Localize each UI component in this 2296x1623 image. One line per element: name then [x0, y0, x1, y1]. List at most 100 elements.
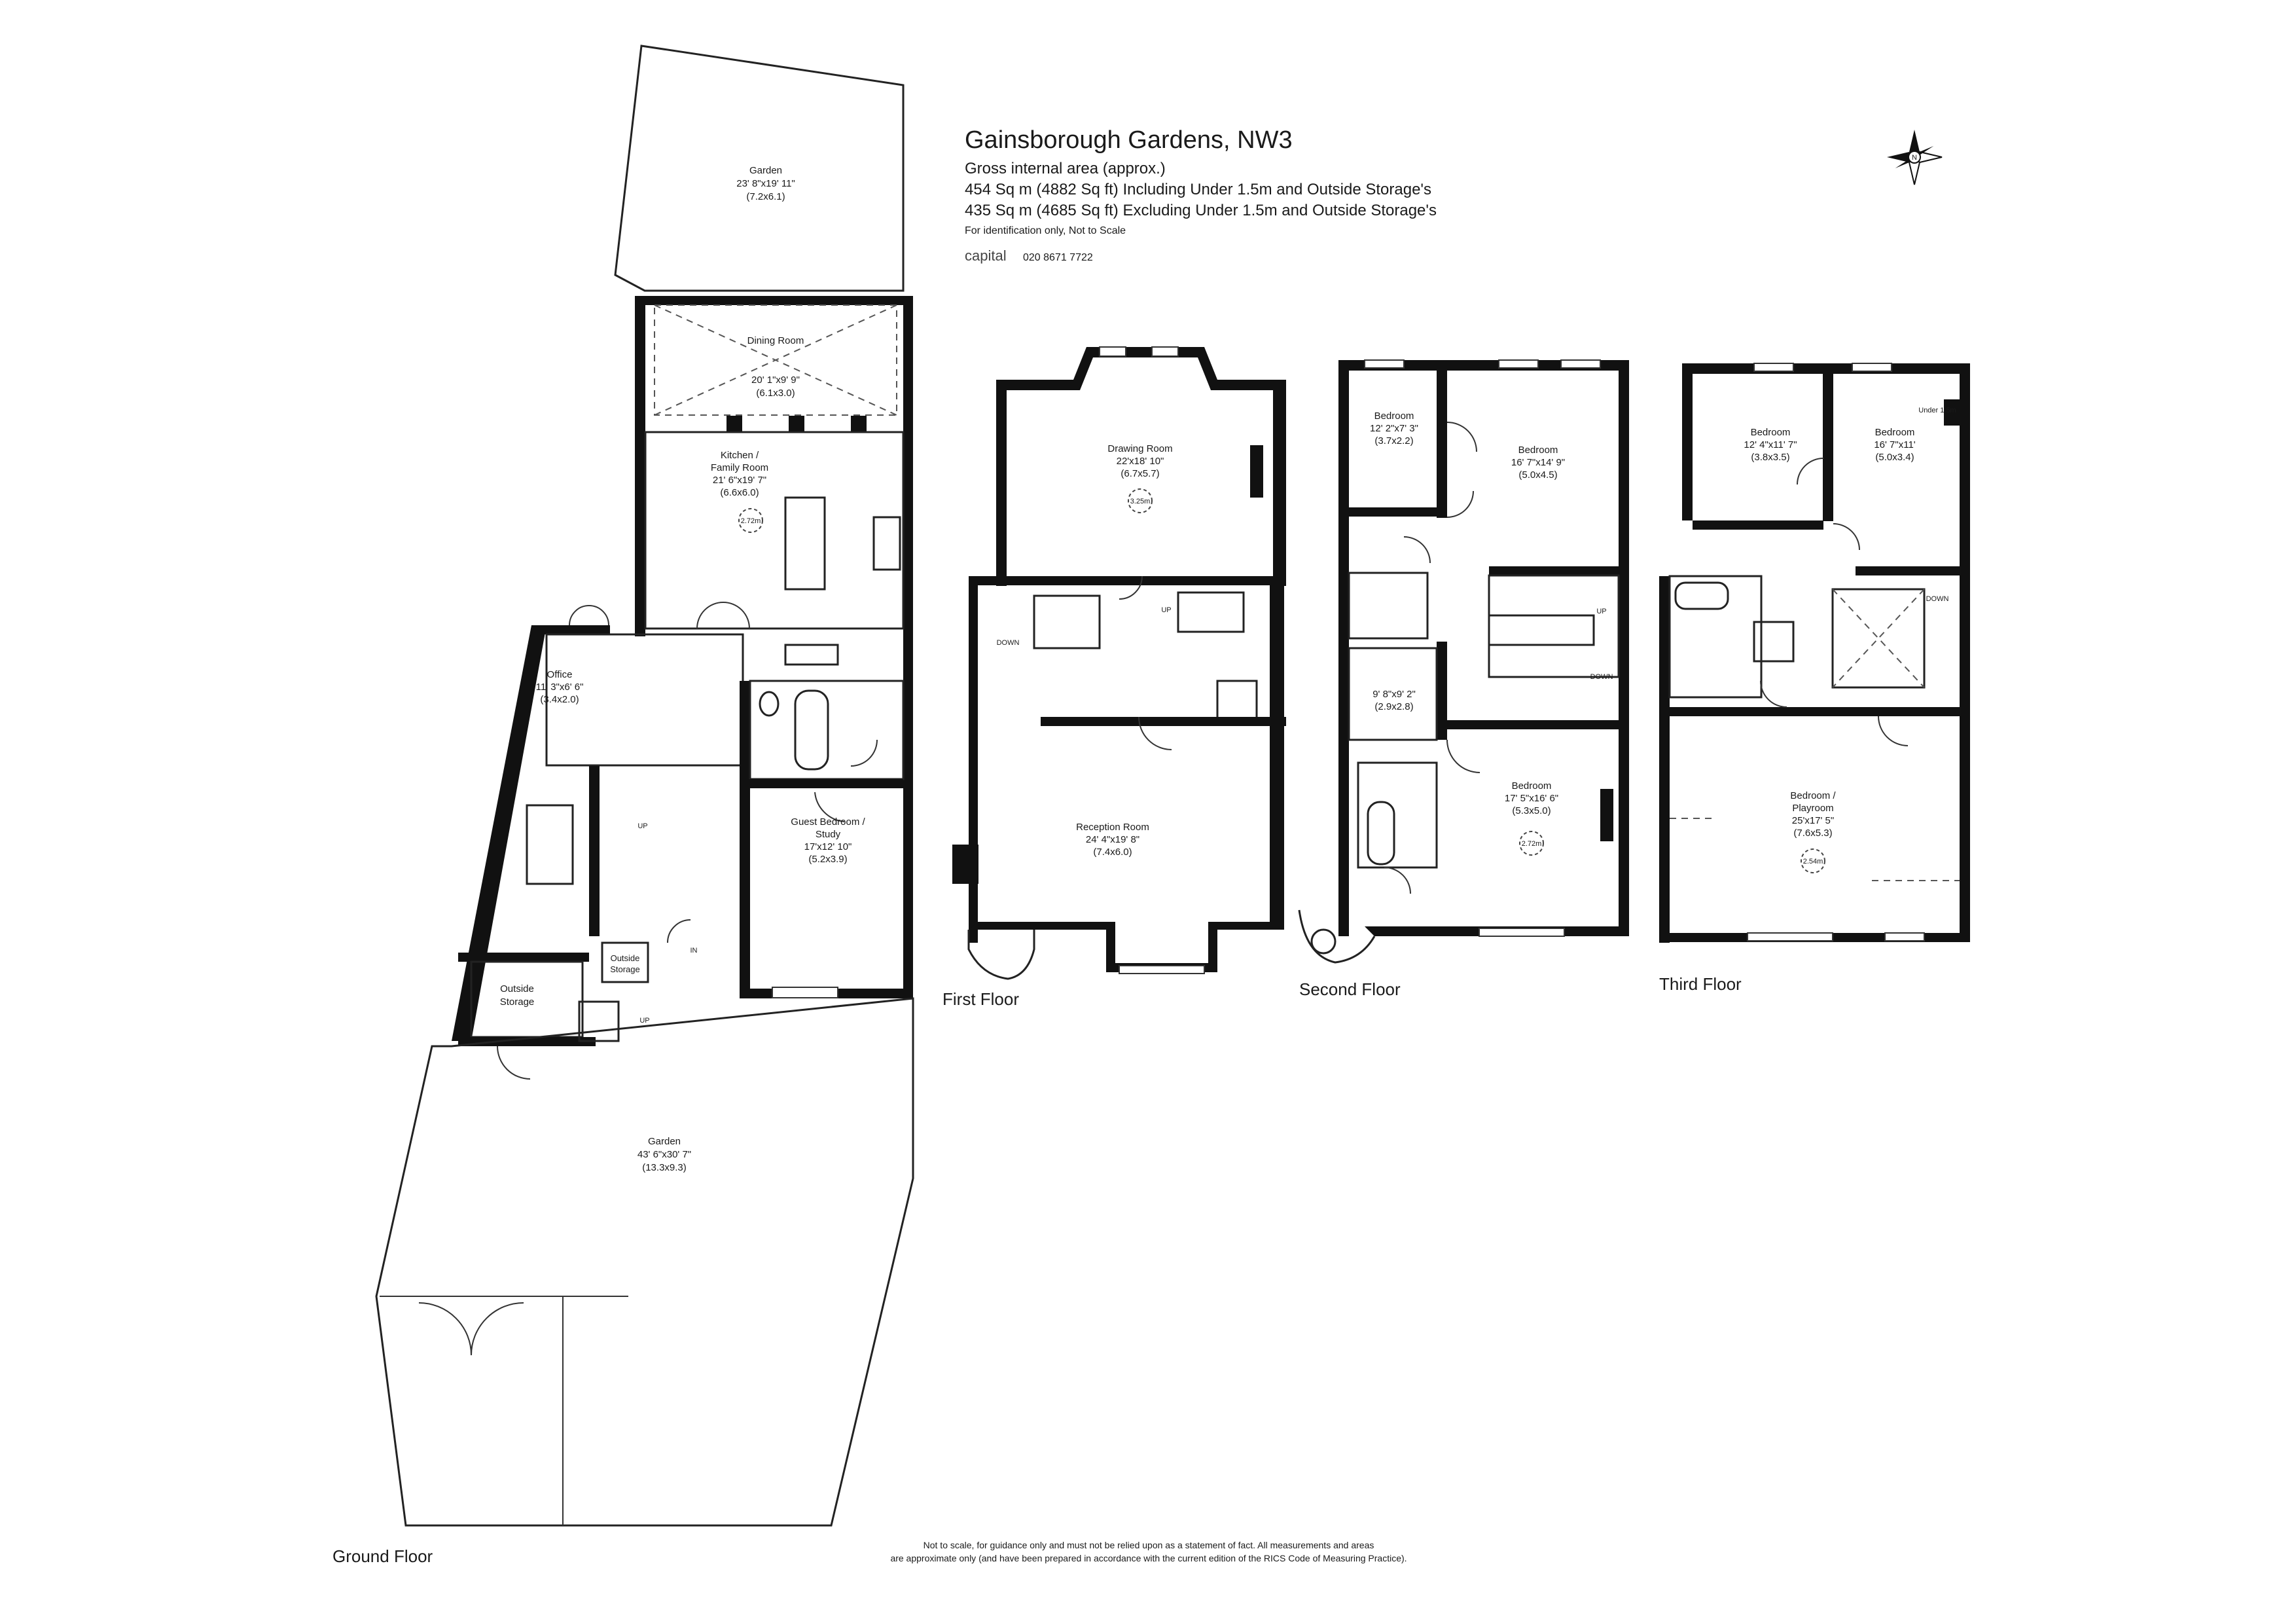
third-bath-door: [1760, 680, 1787, 708]
room-metric-drawing: (6.7x5.7): [1121, 468, 1159, 479]
wall-pier: [635, 416, 645, 429]
room-name-garden-bottom: Garden: [648, 1136, 681, 1147]
playroom-window-2: [1884, 932, 1925, 941]
room-size-third-bed-a: 12' 4"x11' 7": [1744, 439, 1797, 450]
bed-a-door: [1446, 422, 1477, 452]
third-top-wall: [1682, 363, 1970, 374]
first-stairs-down-label: DOWN: [997, 639, 1020, 647]
room-metric-garden-top: (7.2x6.1): [746, 191, 785, 202]
bed-c-window: [1479, 928, 1565, 937]
kitchen-pier-2: [789, 416, 804, 431]
reception-top-wall: [1041, 717, 1286, 726]
room-name-second-bed-a: Bedroom: [1374, 410, 1414, 422]
room-name-storage-small-1: Outside: [611, 953, 640, 963]
third-split-wall: [1823, 374, 1833, 521]
room-size-dressing: 9' 8"x9' 2": [1372, 689, 1416, 700]
hall-inner-wall: [589, 766, 600, 936]
bathtub: [794, 689, 829, 771]
brand-name: capital: [965, 247, 1007, 264]
room-size-office: 11' 3"x6' 6": [536, 682, 584, 693]
first-left-wall: [969, 576, 978, 943]
ceiling-height-second: 2.72m: [1522, 840, 1542, 848]
north-compass-icon: N: [1887, 130, 1943, 185]
room-name-storage-2: Storage: [500, 996, 535, 1008]
bed-a-bottom-wall: [1349, 507, 1437, 517]
first-wc: [1216, 680, 1258, 721]
kitchen-pier-3: [851, 416, 867, 431]
entrance-label: IN: [691, 947, 698, 955]
compass-letter: N: [1912, 154, 1917, 162]
garden-gate-3: [471, 1302, 524, 1356]
ensuite-door: [1384, 867, 1411, 894]
room-name-reception: Reception Room: [1076, 822, 1149, 833]
second-floor: Bedroom 12' 2"x7' 3" (3.7x2.2) Bedroom 1…: [1298, 359, 1629, 999]
third-stairs-down-label: DOWN: [1926, 595, 1949, 603]
bathroom-outline: [749, 680, 905, 780]
room-metric-dressing: (2.9x2.8): [1374, 701, 1413, 712]
third-left-wall-lower: [1659, 576, 1670, 943]
bed-c-top-wall: [1447, 720, 1619, 729]
second-stair-void: [1488, 614, 1595, 646]
room-size-guest: 17'x12' 10": [804, 841, 852, 852]
third-shower: [1753, 621, 1795, 663]
room-size-second-bed-c: 17' 5"x16' 6": [1505, 793, 1558, 804]
kitchen-island: [784, 496, 826, 591]
third-bathroom: [1668, 575, 1763, 699]
stair-void: [526, 804, 574, 885]
room-name-storage-1: Outside: [500, 983, 534, 994]
second-window-3: [1560, 359, 1601, 369]
room-metric-third-bed-b: (5.0x3.4): [1875, 452, 1914, 463]
reception-corner-bay: [967, 930, 1035, 980]
room-name-kitchen-1: Kitchen /: [721, 450, 759, 461]
second-split-wall: [1437, 371, 1447, 518]
second-window-1: [1364, 359, 1405, 369]
room-metric-second-bed-b: (5.0x4.5): [1518, 469, 1557, 481]
third-stair-block: [1831, 588, 1926, 689]
second-top-wall: [1338, 360, 1629, 371]
guest-window: [772, 987, 838, 998]
room-size-garden-bottom: 43' 6"x30' 7": [637, 1149, 691, 1160]
stairs-up-label-2: UP: [639, 1017, 649, 1025]
room-name-third-bed-a: Bedroom: [1751, 427, 1791, 438]
first-stair-up: [1177, 591, 1245, 633]
garden-gate: [497, 1046, 531, 1080]
guest-left-wall: [740, 788, 750, 998]
ground-left-diagonal-wall: [452, 625, 547, 1041]
room-metric-playroom: (7.6x5.3): [1793, 828, 1832, 839]
dressing-right-wall: [1437, 642, 1447, 740]
room-metric-garden-bottom: (13.3x9.3): [642, 1162, 687, 1173]
room-metric-dining: (6.1x3.0): [756, 388, 795, 399]
room-metric-second-bed-c: (5.3x5.0): [1512, 805, 1551, 816]
dressing-outline: [1348, 647, 1438, 741]
area-heading: Gross internal area (approx.): [965, 160, 1166, 177]
floor-label-first: First Floor: [942, 989, 1019, 1009]
second-bathtub: [1367, 801, 1395, 866]
second-bathroom: [1348, 572, 1429, 640]
room-metric-third-bed-a: (3.8x3.5): [1751, 452, 1789, 463]
third-bathtub: [1674, 581, 1729, 610]
landing-door: [1403, 536, 1431, 564]
kitchen-outline: [644, 431, 905, 630]
bay-window-1: [1099, 346, 1126, 357]
first-floor: Drawing Room 22'x18' 10" (6.7x5.7) 3.25m…: [942, 346, 1286, 1009]
room-name-third-bed-b: Bedroom: [1875, 427, 1915, 438]
third-window-2: [1852, 363, 1892, 372]
first-right-wall: [1270, 576, 1284, 930]
reception-door: [1138, 716, 1172, 750]
office-door-left: [569, 605, 590, 626]
header-block: Gainsborough Gardens, NW3 Gross internal…: [965, 126, 1437, 264]
room-size-garden-top: 23' 8"x19' 11": [736, 178, 795, 189]
second-stairs-down-label: DOWN: [1590, 673, 1613, 681]
room-size-dining: 20' 1"x9' 9": [751, 374, 800, 386]
third-bed-b-bottom: [1856, 566, 1960, 575]
area-including: 454 Sq m (4882 Sq ft) Including Under 1.…: [965, 181, 1431, 198]
third-void-diag-1: [1832, 589, 1925, 688]
ground-left-wall-upper: [635, 296, 645, 636]
dining-roof-outline: [654, 304, 897, 416]
third-bed-b-door: [1833, 523, 1860, 551]
room-metric-office: (3.4x2.0): [540, 694, 579, 705]
room-name-kitchen-2: Family Room: [711, 462, 768, 473]
room-name-second-bed-c: Bedroom: [1512, 780, 1552, 792]
garden-door-right: [723, 602, 750, 629]
bed-b-bottom-wall: [1489, 566, 1619, 575]
